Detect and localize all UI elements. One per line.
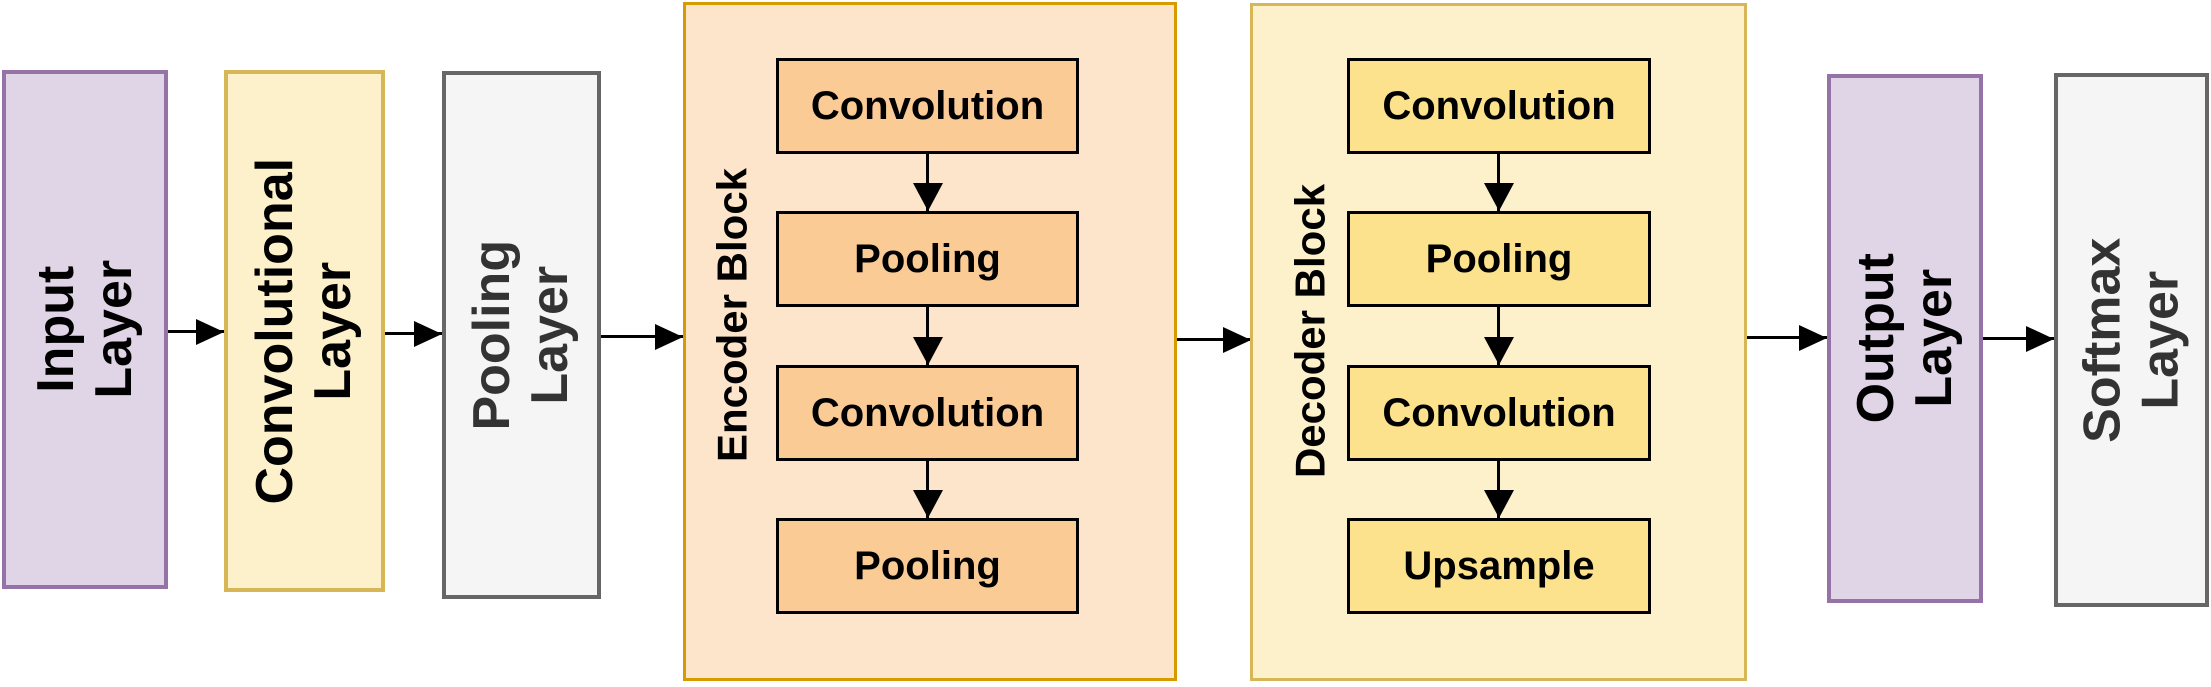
node-input-layer: Input Layer — [2, 70, 168, 589]
arrow-decoder-conv1-to-pool1 — [1497, 154, 1500, 211]
arrow-decoder-conv2-to-upsample — [1497, 461, 1500, 518]
arrow-encoder-conv1-to-pool1 — [926, 154, 929, 211]
decoder-step-label: Convolution — [1382, 83, 1616, 128]
decoder-step-label: Upsample — [1403, 543, 1595, 588]
arrow-output-to-softmax — [1983, 337, 2054, 340]
input-layer-label: Input Layer — [26, 260, 143, 399]
encoder-step-convolution-1: Convolution — [776, 58, 1079, 154]
arrow-input-to-convolutional — [168, 330, 224, 333]
encoder-step-pooling-2: Pooling — [776, 518, 1079, 614]
node-convolutional-layer: Convolutional Layer — [224, 70, 385, 592]
encoder-step-label: Pooling — [854, 543, 1001, 588]
node-decoder-block: Decoder Block Convolution Pooling Convol… — [1250, 3, 1747, 681]
pooling-layer-label: Pooling Layer — [463, 239, 580, 431]
node-pooling-layer: Pooling Layer — [442, 71, 601, 599]
encoder-step-label: Convolution — [810, 83, 1045, 128]
decoder-step-pooling-1: Pooling — [1347, 211, 1651, 307]
arrow-decoder-to-output — [1747, 336, 1827, 339]
arrow-encoder-pool1-to-conv2 — [926, 307, 929, 365]
encoder-step-label: Convolution — [810, 390, 1045, 435]
encoder-step-label: Pooling — [854, 236, 1001, 281]
encoder-step-pooling-1: Pooling — [776, 211, 1079, 307]
arrow-encoder-conv2-to-pool2 — [926, 461, 929, 518]
arrow-pooling-to-encoder — [601, 335, 683, 338]
decoder-step-convolution-2: Convolution — [1347, 365, 1651, 461]
softmax-layer-label: Softmax Layer — [2073, 237, 2190, 443]
arrow-decoder-pool1-to-conv2 — [1497, 307, 1500, 365]
encoder-step-convolution-2: Convolution — [776, 365, 1079, 461]
output-layer-label: Output Layer — [1846, 253, 1963, 424]
decoder-step-label: Convolution — [1382, 390, 1616, 435]
encoder-block-label: Encoder Block — [708, 167, 756, 463]
decoder-step-convolution-1: Convolution — [1347, 58, 1651, 154]
decoder-step-upsample: Upsample — [1347, 518, 1651, 614]
node-softmax-layer: Softmax Layer — [2054, 73, 2209, 607]
node-encoder-block: Encoder Block Convolution Pooling Convol… — [683, 2, 1177, 681]
arrow-convolutional-to-pooling — [385, 332, 442, 335]
node-output-layer: Output Layer — [1827, 74, 1983, 603]
decoder-step-label: Pooling — [1425, 236, 1573, 281]
decoder-block-label: Decoder Block — [1286, 183, 1334, 479]
convolutional-layer-label: Convolutional Layer — [246, 157, 363, 505]
arrow-encoder-to-decoder — [1177, 338, 1251, 341]
